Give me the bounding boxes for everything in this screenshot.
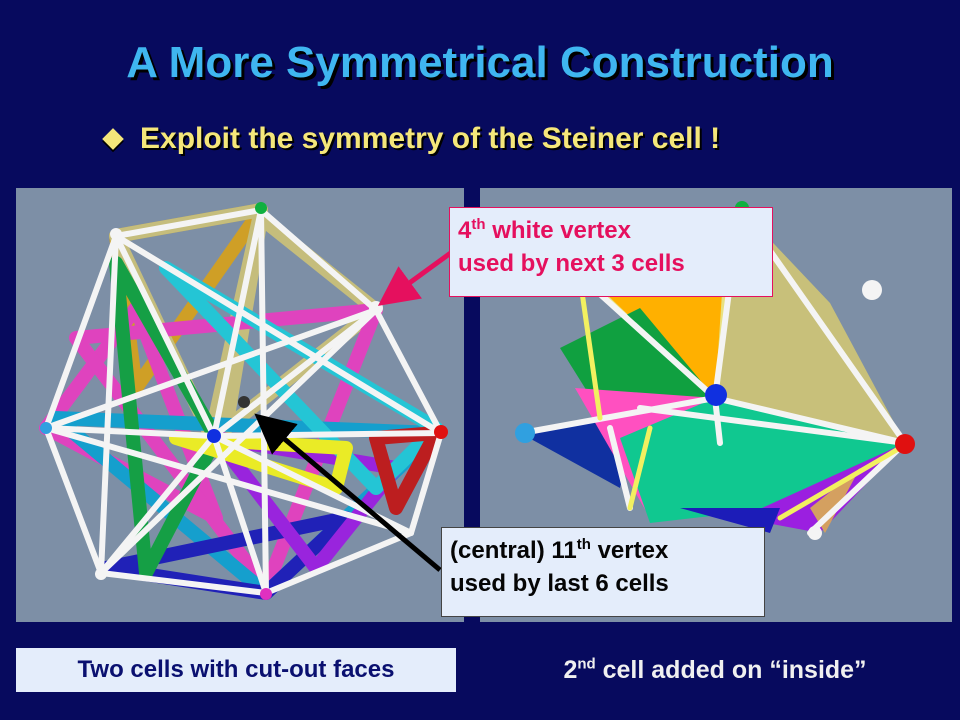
diamond-bullet-icon	[102, 128, 124, 150]
caption-left: Two cells with cut-out faces	[16, 648, 456, 692]
bullet-text: Exploit the symmetry of the Steiner cell…	[140, 122, 721, 155]
slide-title: A More Symmetrical Construction	[126, 38, 834, 87]
caption-right: 2nd cell added on “inside”	[563, 655, 867, 684]
bullet-point: Exploit the symmetry of the Steiner cell…	[102, 122, 721, 156]
wireframe-model-illustration	[39, 202, 448, 600]
callout-central-vertex: (central) 11th vertex used by last 6 cel…	[441, 527, 765, 617]
callout-fourth-white-vertex: 4th white vertex used by next 3 cells	[449, 207, 773, 297]
left-model-image	[16, 188, 464, 622]
